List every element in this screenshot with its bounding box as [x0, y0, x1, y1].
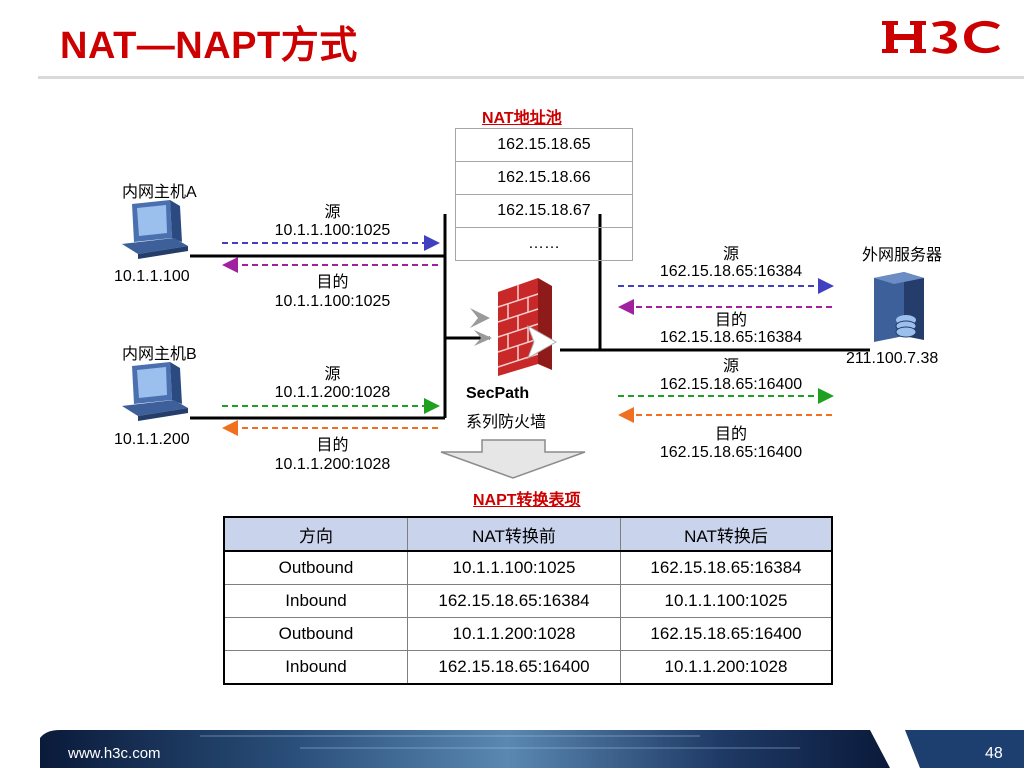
table-cell: Inbound: [223, 650, 408, 685]
table-cell: 10.1.1.100:1025: [620, 584, 833, 618]
flow-out2-dst-addr: 162.15.18.65:16400: [659, 444, 803, 461]
host-b-label: 内网主机B: [122, 346, 197, 363]
table-cell: 162.15.18.65:16400: [620, 617, 833, 651]
flow-a-dst-addr: 10.1.1.100:1025: [274, 293, 391, 310]
flow-b-src-addr: 10.1.1.200:1028: [274, 384, 391, 401]
pool-entry: ……: [455, 227, 633, 261]
server-label: 外网服务器: [862, 247, 943, 264]
pool-row: ……: [455, 227, 633, 261]
napt-table: 方向 NAT转换前 NAT转换后 Outbound 10.1.1.100:102…: [223, 516, 833, 685]
table-cell: 162.15.18.65:16384: [620, 550, 833, 585]
flow-b-dst-addr: 10.1.1.200:1028: [274, 456, 391, 473]
flow-out2-dst-label: 目的: [714, 426, 747, 443]
table-cell: Inbound: [223, 584, 408, 618]
table-cell: 10.1.1.200:1028: [407, 617, 621, 651]
column-header: NAT转换前: [407, 516, 621, 552]
table-cell: 162.15.18.65:16400: [407, 650, 621, 685]
footer-url[interactable]: www.h3c.com: [68, 745, 161, 762]
table-cell: 10.1.1.200:1028: [620, 650, 833, 685]
table-header-row: 方向 NAT转换前 NAT转换后: [223, 516, 833, 552]
flow-b-src-label: 源: [324, 366, 341, 383]
h3c-logo: [882, 20, 1000, 54]
host-a-label: 内网主机A: [122, 184, 197, 201]
table-row: Inbound 162.15.18.65:16384 10.1.1.100:10…: [223, 584, 833, 618]
column-header: 方向: [223, 516, 408, 552]
flow-out1-dst-label: 目的: [714, 312, 747, 329]
flow-out2-src-addr: 162.15.18.65:16400: [659, 376, 803, 393]
footer-banner: [40, 730, 1024, 768]
server-icon: [874, 272, 924, 342]
pool-row: 162.15.18.65: [455, 128, 633, 162]
flow-a-src-addr: 10.1.1.100:1025: [274, 222, 391, 239]
table-row: Outbound 10.1.1.200:1028 162.15.18.65:16…: [223, 617, 833, 651]
host-a-ip: 10.1.1.100: [114, 268, 190, 285]
server-ip: 211.100.7.38: [846, 350, 939, 367]
flow-b-dst-label: 目的: [316, 437, 349, 454]
flow-out1-src-label: 源: [722, 246, 739, 263]
page-number: 48: [985, 745, 1003, 762]
slide-title: NAT—NAPT方式: [60, 25, 358, 67]
pool-entry: 162.15.18.66: [455, 161, 633, 195]
column-header: NAT转换后: [620, 516, 833, 552]
pool-row: 162.15.18.67: [455, 194, 633, 228]
flow-a-src-label: 源: [324, 204, 341, 221]
flow-a-dst-label: 目的: [316, 274, 349, 291]
flow-out2-src-label: 源: [722, 358, 739, 375]
napt-table-label: NAPT转换表项: [473, 492, 581, 509]
nat-pool-table: 162.15.18.65 162.15.18.66 162.15.18.67 ……: [455, 128, 633, 261]
table-cell: Outbound: [223, 617, 408, 651]
table-cell: 10.1.1.100:1025: [407, 550, 621, 585]
computer-icon-host-b: [122, 362, 188, 421]
flow-out1-src-addr: 162.15.18.65:16384: [659, 263, 803, 280]
table-cell: 162.15.18.65:16384: [407, 584, 621, 618]
title-divider: [38, 76, 1024, 79]
computer-icon-host-a: [122, 200, 188, 259]
pool-entry: 162.15.18.65: [455, 128, 633, 162]
table-row: Inbound 162.15.18.65:16400 10.1.1.200:10…: [223, 650, 833, 685]
table-cell: Outbound: [223, 550, 408, 585]
host-b-ip: 10.1.1.200: [114, 431, 190, 448]
pool-row: 162.15.18.66: [455, 161, 633, 195]
down-arrow-icon: [440, 439, 586, 479]
firewall-icon: [470, 278, 558, 376]
pool-label: NAT地址池: [482, 110, 562, 127]
firewall-desc: 系列防火墙: [466, 414, 547, 431]
table-row: Outbound 10.1.1.100:1025 162.15.18.65:16…: [223, 550, 833, 585]
flow-out1-dst-addr: 162.15.18.65:16384: [659, 329, 803, 346]
firewall-name: SecPath: [466, 385, 530, 402]
pool-entry: 162.15.18.67: [455, 194, 633, 228]
